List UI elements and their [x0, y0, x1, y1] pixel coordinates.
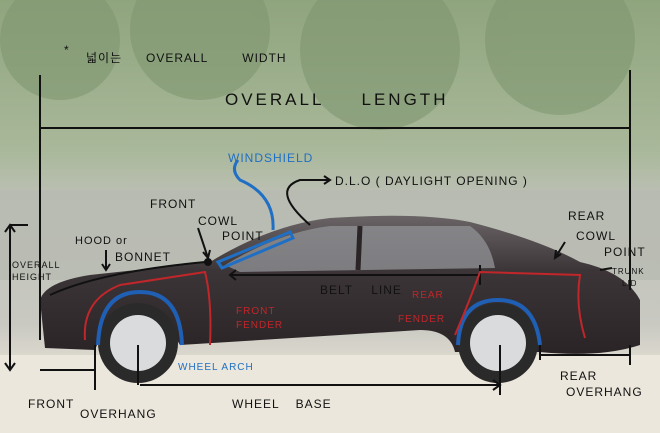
korean-note: 넓이는 — [86, 51, 122, 65]
label-front-overhang-1: FRONT — [28, 397, 74, 411]
label-overall-height-2: HEIGHT — [12, 272, 52, 282]
label-overall-width: OVERALL WIDTH — [146, 51, 287, 65]
dimension-lines — [4, 70, 631, 395]
label-rear-cowl-1: REAR — [568, 209, 605, 223]
background-trees — [0, 0, 635, 130]
label-overall-height-1: OVERALL — [12, 260, 61, 270]
label-rear-cowl-2: COWL — [576, 229, 616, 243]
label-hood-or: HOOD or — [75, 235, 128, 247]
fender-outlines — [83, 270, 586, 346]
label-overall-length: OVERALL LENGTH — [225, 90, 448, 109]
label-trunk-2: LID — [622, 279, 637, 288]
label-rear-overhang-2: OVERHANG — [566, 385, 643, 399]
label-windshield: WINDSHIELD — [228, 151, 313, 165]
ground — [0, 355, 660, 433]
label-wheel-base: WHEEL BASE — [232, 397, 332, 411]
label-trunk-1: TRUNK — [612, 267, 645, 276]
label-front-cowl-front: FRONT — [150, 197, 196, 211]
label-dlo: D.L.O ( DAYLIGHT OPENING ) — [335, 174, 528, 188]
label-front-overhang-2: OVERHANG — [80, 407, 157, 421]
label-rear-cowl-3: POINT — [604, 245, 646, 259]
label-bonnet: BONNET — [115, 250, 171, 264]
label-rear-fender-2: FENDER — [398, 314, 445, 325]
label-rear-overhang-1: REAR — [560, 369, 597, 383]
label-wheel-arch: WHEEL ARCH — [178, 362, 254, 373]
label-rear-fender-1: REAR — [412, 290, 444, 301]
windshield-highlight — [215, 159, 296, 270]
car — [40, 215, 640, 383]
label-belt-line: BELT LINE — [320, 283, 402, 297]
label-front-fender-1: FRONT — [236, 306, 275, 317]
label-front-fender-2: FENDER — [236, 320, 283, 331]
asterisk-note: * — [64, 43, 70, 57]
label-front-cowl-cowl: COWL — [198, 214, 238, 228]
label-front-cowl-point: POINT — [222, 229, 264, 243]
wheel-arch-lines — [96, 289, 542, 346]
